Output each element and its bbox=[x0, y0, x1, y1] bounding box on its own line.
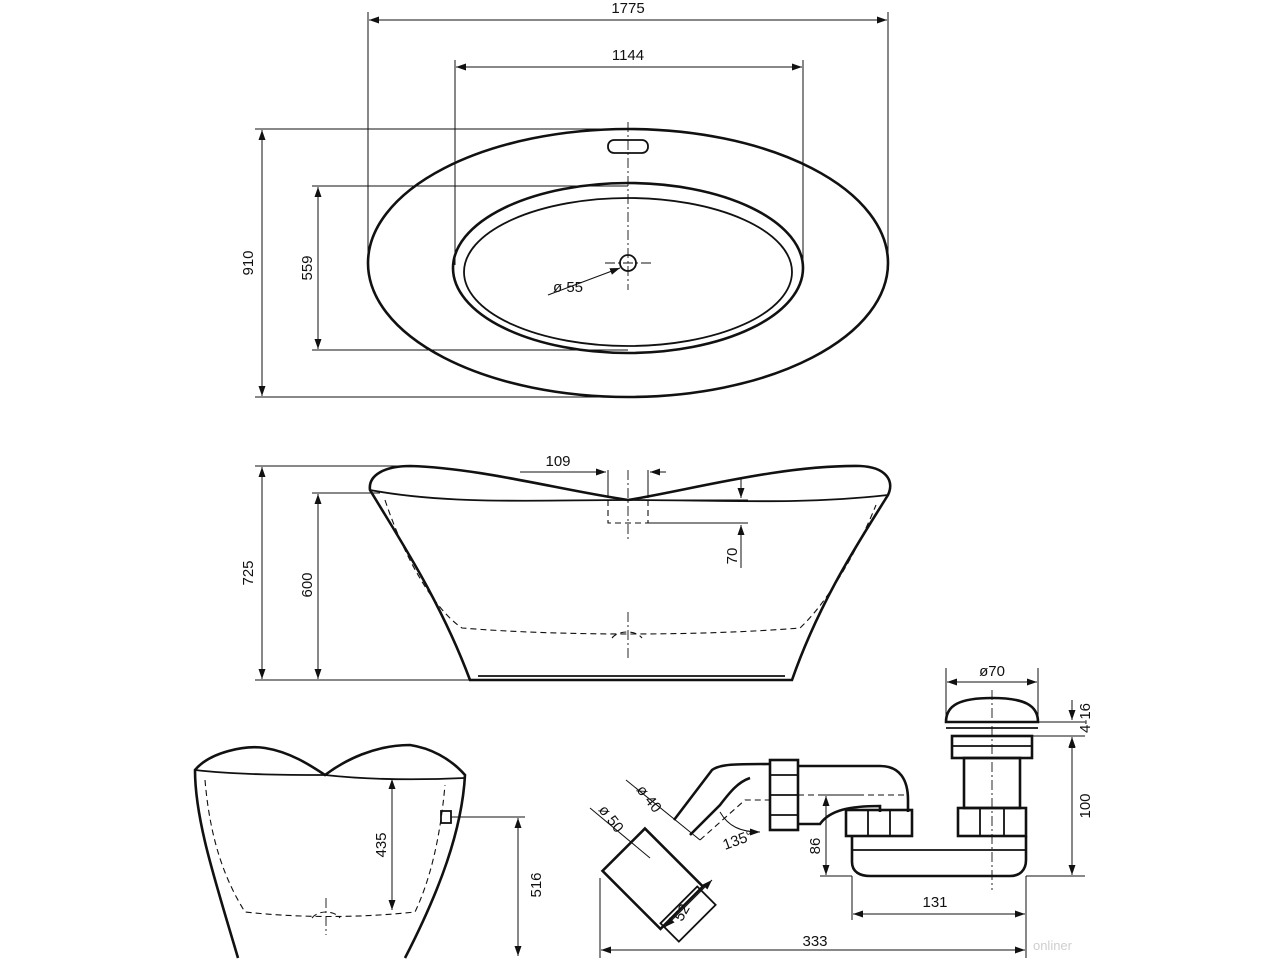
trap-nut bbox=[844, 808, 914, 838]
siphon-assembly: ø70 4-16 100 86 131 333 ø 40 ø 50 bbox=[589, 663, 1094, 958]
tub-end-profile bbox=[193, 743, 467, 959]
label-inner-depth: 600 bbox=[299, 572, 316, 597]
label-overall-width: 910 bbox=[240, 250, 257, 275]
label-outlet-length: 52 bbox=[671, 901, 694, 924]
label-siphon-overall-length: 333 bbox=[802, 933, 827, 950]
label-overall-length: 1775 bbox=[611, 0, 644, 17]
label-overflow-depth: 70 bbox=[724, 548, 741, 565]
side-view: 109 70 725 600 bbox=[240, 453, 892, 682]
label-cap-diameter: ø70 bbox=[979, 663, 1005, 680]
label-drain-height: 100 bbox=[1077, 793, 1094, 818]
inner-basin-hidden-line bbox=[384, 499, 877, 635]
side-drain-hidden bbox=[611, 631, 643, 639]
end-inner-hidden bbox=[204, 779, 446, 918]
end-view: 435 516 bbox=[193, 743, 545, 959]
label-bend-angle: 135° bbox=[721, 827, 756, 854]
label-total-height: 725 bbox=[240, 560, 257, 585]
label-inner-width: 559 bbox=[299, 255, 316, 280]
label-inner-pipe-diameter: ø 40 bbox=[633, 782, 665, 816]
dimension-outlet-length bbox=[664, 879, 713, 928]
bend-angle-arc bbox=[719, 811, 761, 836]
label-trap-length: 131 bbox=[922, 894, 947, 911]
label-trap-height: 86 bbox=[807, 838, 824, 855]
watermark-text: onliner bbox=[1033, 938, 1073, 953]
label-cap-adjust: 4-16 bbox=[1077, 703, 1094, 733]
label-outer-pipe-diameter: ø 50 bbox=[595, 802, 627, 836]
trap-body bbox=[850, 836, 1028, 878]
label-inner-length: 1144 bbox=[612, 47, 644, 64]
top-view: 1775 1144 910 559 ø 55 bbox=[240, 0, 890, 399]
end-overflow-marker bbox=[440, 810, 452, 824]
end-rim-line bbox=[194, 769, 466, 781]
overflow-hidden bbox=[607, 499, 649, 524]
label-drain-diameter: ø 55 bbox=[553, 279, 583, 296]
outlet-pipe bbox=[600, 826, 717, 943]
label-overflow-height: 516 bbox=[528, 872, 545, 897]
label-end-inner-depth: 435 bbox=[373, 832, 390, 857]
drain-leader bbox=[547, 267, 621, 296]
label-overflow-width: 109 bbox=[545, 453, 570, 470]
